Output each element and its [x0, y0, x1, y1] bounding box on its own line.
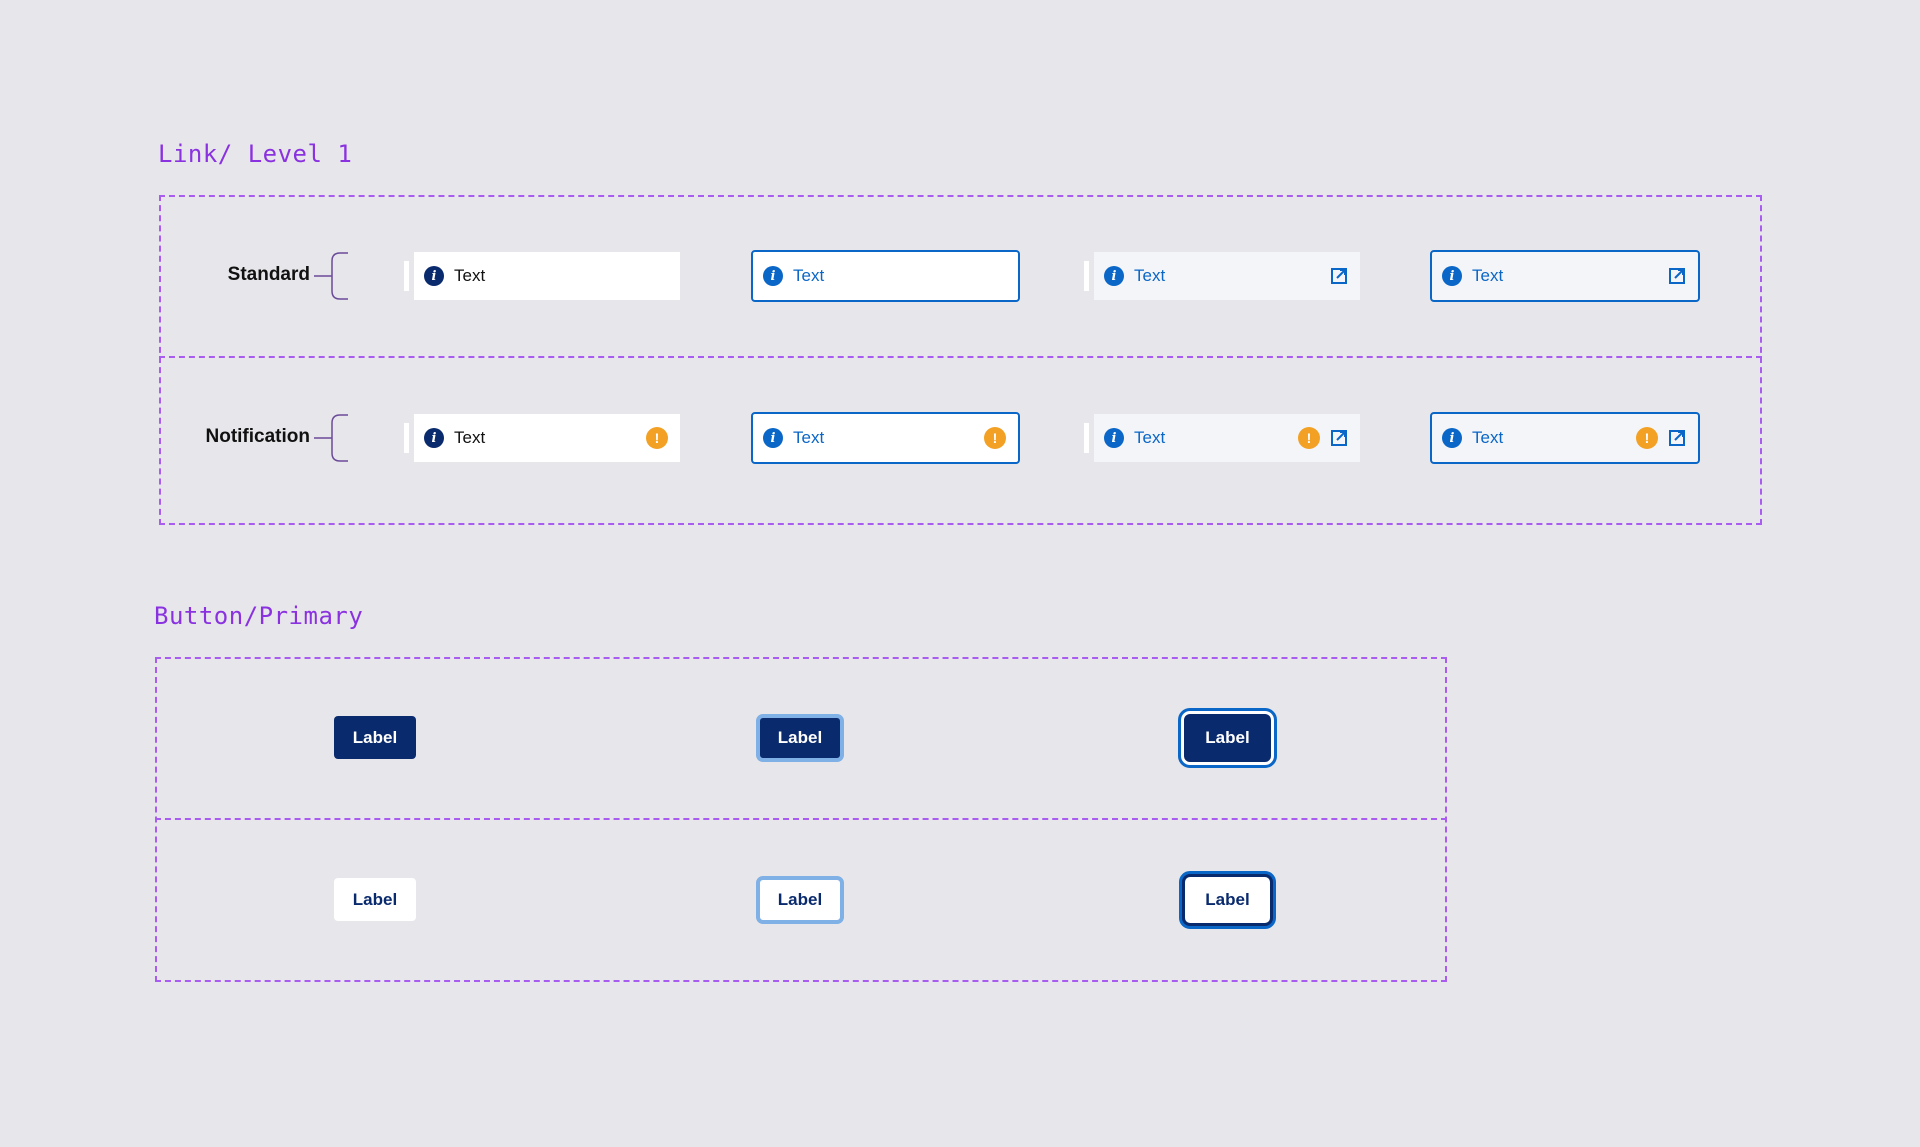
warning-icon: ! [646, 427, 668, 449]
external-link-icon [1669, 430, 1685, 446]
warning-icon: ! [984, 427, 1006, 449]
button-section-title: Button/Primary [154, 602, 364, 630]
link-standard-focused[interactable]: i Text [751, 250, 1020, 302]
focus-indicator [1084, 423, 1089, 453]
row-label-notification: Notification [205, 426, 311, 447]
link-notification-external-focused[interactable]: i Text ! [1430, 412, 1700, 464]
external-link-icon [1669, 268, 1685, 284]
link-notification-external[interactable]: i Text ! [1094, 414, 1360, 462]
link-standard-external-focused[interactable]: i Text [1430, 250, 1700, 302]
info-icon: i [424, 266, 444, 286]
primary-button-hover[interactable]: Label [756, 714, 844, 762]
link-variants-frame [159, 195, 1762, 525]
primary-button-focused[interactable]: Label [1178, 708, 1277, 768]
info-icon: i [1104, 266, 1124, 286]
warning-icon: ! [1636, 427, 1658, 449]
link-notification-focused[interactable]: i Text ! [751, 412, 1020, 464]
focus-indicator [404, 423, 409, 453]
info-icon: i [763, 266, 783, 286]
link-text: Text [454, 266, 486, 285]
focus-indicator [404, 261, 409, 291]
bracket-standard [314, 252, 348, 300]
link-text: Text [1134, 266, 1166, 285]
external-link-icon [1331, 268, 1347, 284]
row-label-standard: Standard [227, 264, 310, 285]
info-icon: i [763, 428, 783, 448]
link-text: Text [793, 266, 825, 285]
primary-button-default[interactable]: Label [334, 716, 416, 759]
link-standard-default[interactable]: i Text [414, 252, 680, 300]
link-text: Text [793, 428, 825, 447]
secondary-button-hover[interactable]: Label [756, 876, 844, 924]
link-standard-external[interactable]: i Text [1094, 252, 1360, 300]
secondary-button-focused[interactable]: Label [1179, 871, 1276, 929]
warning-icon: ! [1298, 427, 1320, 449]
link-text: Text [1472, 266, 1504, 285]
link-text: Text [1134, 428, 1166, 447]
bracket-notification [314, 414, 348, 462]
focus-indicator [1084, 261, 1089, 291]
info-icon: i [1442, 428, 1462, 448]
link-section-title: Link/ Level 1 [158, 140, 353, 168]
link-text: Text [1472, 428, 1504, 447]
external-link-icon [1331, 430, 1347, 446]
link-text: Text [454, 428, 486, 447]
link-row-divider [159, 356, 1762, 358]
secondary-button-default[interactable]: Label [334, 878, 416, 921]
link-notification-default[interactable]: i Text ! [414, 414, 680, 462]
info-icon: i [424, 428, 444, 448]
button-row-divider [155, 818, 1447, 820]
info-icon: i [1442, 266, 1462, 286]
info-icon: i [1104, 428, 1124, 448]
